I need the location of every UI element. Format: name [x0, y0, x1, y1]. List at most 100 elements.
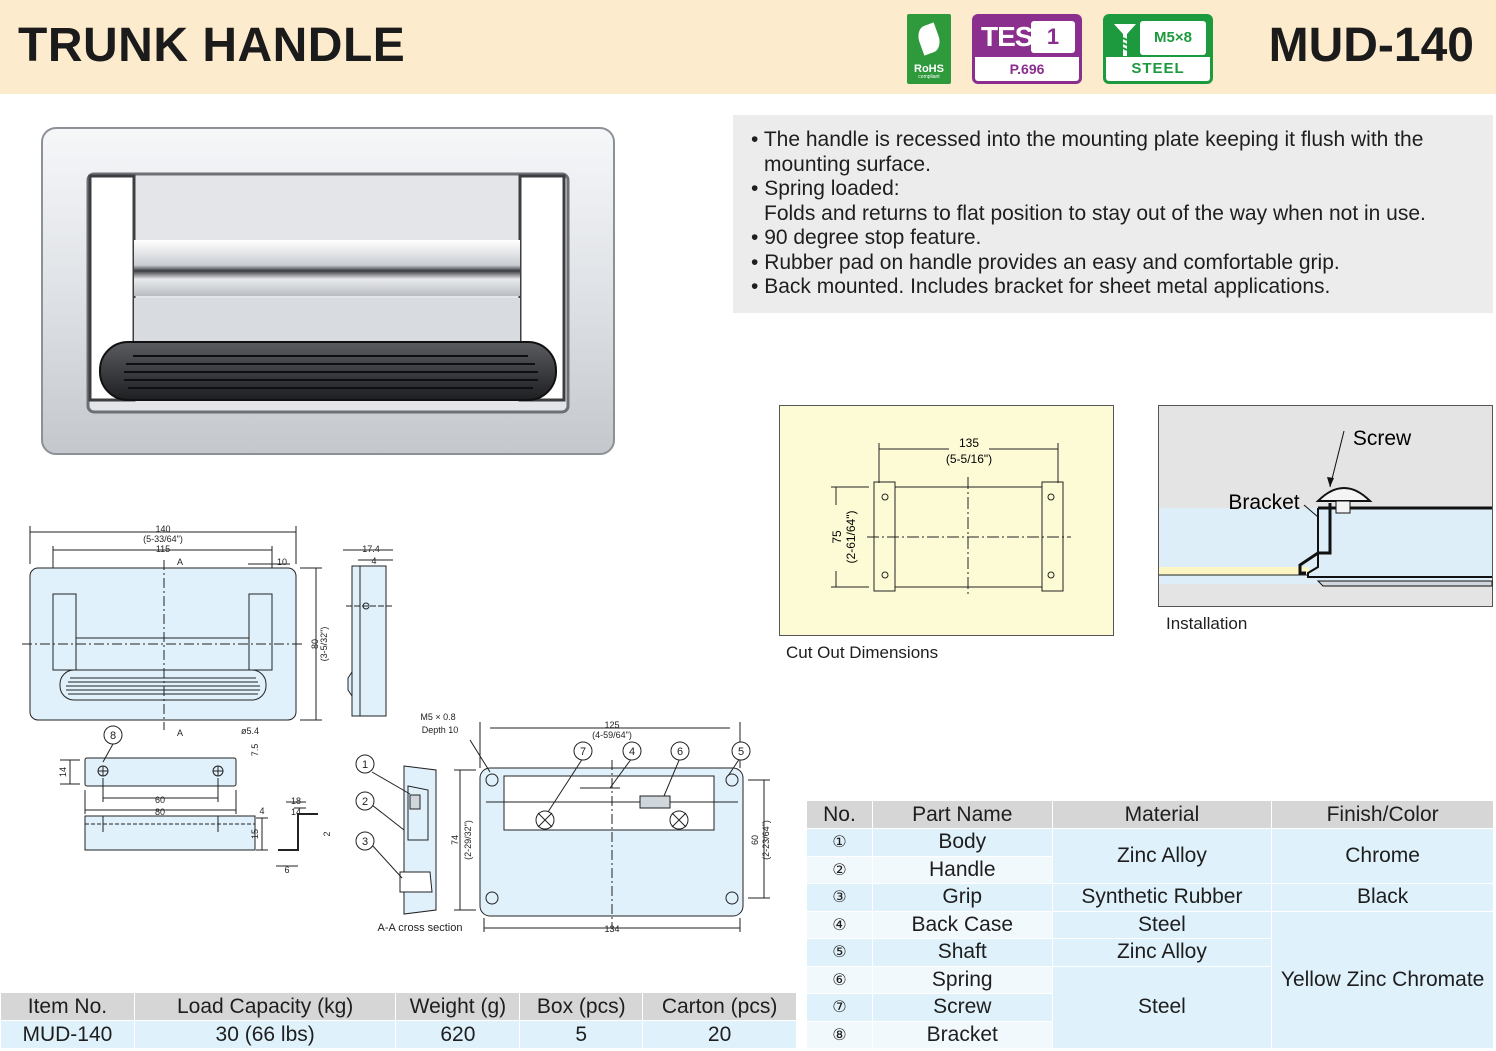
part-no: ①	[806, 828, 873, 857]
cell-item-no: MUD-140	[0, 1020, 135, 1049]
model-number: MUD-140	[1268, 19, 1474, 72]
table-row: ⑧ Bracket	[806, 1020, 1494, 1049]
dim-depth: 17.4	[362, 544, 380, 554]
rohs-label: RoHS	[914, 63, 944, 75]
material-cell: Zinc Alloy	[1051, 828, 1273, 884]
header-finish: Finish/Color	[1271, 800, 1494, 829]
material-cell: Steel	[1051, 910, 1273, 939]
part-name: Grip	[871, 883, 1053, 912]
part-no: ⑦	[806, 993, 873, 1022]
header-carton: Carton (pcs)	[642, 992, 797, 1021]
header-load: Load Capacity (kg)	[133, 992, 397, 1021]
part-name: Screw	[871, 993, 1053, 1022]
marker-7: 7	[580, 746, 586, 758]
marker-3: 3	[362, 836, 368, 848]
dim-back-height: 74	[450, 835, 460, 845]
dim-inner-width: 115	[156, 544, 170, 554]
dim-thread: M5 × 0.8	[420, 712, 455, 722]
cell-weight: 620	[395, 1020, 521, 1049]
finish-cell: Chrome	[1271, 828, 1494, 884]
part-no: ②	[806, 855, 873, 884]
marker-5: 5	[738, 746, 744, 758]
table-row: ① Body Zinc Alloy Chrome	[806, 828, 1494, 884]
material-label: STEEL	[1106, 57, 1210, 81]
screw-label: Screw	[1353, 427, 1412, 450]
part-name: Bracket	[871, 1020, 1053, 1049]
cutout-height-in: (2-61/64")	[844, 511, 858, 564]
parts-table: No. Part Name Material Finish/Color ① Bo…	[806, 800, 1494, 1049]
part-name: Shaft	[871, 938, 1053, 967]
header-bar	[0, 0, 1496, 94]
rohs-badge: RoHS compliant	[907, 14, 951, 84]
table-row: ④ Back Case Steel Yellow Zinc Chromate	[806, 910, 1494, 1049]
material-badge: M5×8 STEEL	[1103, 14, 1213, 84]
dim-overall-height-in: (3-5/32")	[319, 627, 329, 662]
feature-item: The handle is recessed into the mounting…	[751, 128, 1493, 153]
feature-item-continued: Folds and returns to flat position to st…	[764, 201, 1426, 225]
leaf-icon	[914, 22, 944, 56]
marker-8: 8	[110, 730, 116, 742]
cutout-width-in: (5-5/16")	[946, 452, 992, 466]
dim-overall-width: 140	[155, 524, 170, 534]
cutout-height: 75	[830, 530, 844, 544]
cutout-width: 135	[959, 436, 979, 450]
installation-diagram: Screw Bracket	[1158, 405, 1493, 607]
cell-box: 5	[519, 1020, 644, 1049]
test-badge: TEST 1 P.696	[972, 14, 1082, 84]
part-no: ③	[806, 883, 873, 912]
screw-size: M5×8	[1140, 21, 1206, 55]
header-material: Material	[1051, 800, 1273, 829]
material-cell: Steel	[1051, 965, 1273, 1049]
part-name: Spring	[871, 965, 1053, 994]
technical-drawing: 140 (5-33/64") 115 10 A A 80 (3-5/32") 1…	[22, 524, 771, 934]
dim-back-width-in: (4-59/64")	[592, 730, 632, 740]
dim-side-offset: 10	[277, 557, 287, 567]
section-mark-top: A	[177, 557, 183, 567]
spec-table: Item No. Load Capacity (kg) Weight (g) B…	[0, 992, 797, 1049]
screw-icon	[1114, 24, 1136, 56]
features-panel: The handle is recessed into the mounting…	[733, 115, 1493, 313]
cutout-caption: Cut Out Dimensions	[786, 643, 939, 662]
material-cell: Zinc Alloy	[1051, 938, 1273, 967]
dim-overall-height: 80	[310, 639, 320, 649]
feature-item: 90 degree stop feature.	[751, 226, 1493, 251]
header-item-no: Item No.	[0, 992, 135, 1021]
table-row: ⑥ Spring Steel	[806, 965, 1494, 1049]
page-title: TRUNK HANDLE	[18, 19, 406, 72]
cutout-diagram: 135 (5-5/16") 75 (2-61/64")	[779, 405, 1114, 636]
feature-item: Rubber pad on handle provides an easy an…	[751, 251, 1493, 276]
dim-bracket-off: 7.5	[250, 744, 260, 757]
header-no: No.	[806, 800, 873, 829]
table-row: ③ Grip Synthetic Rubber Black	[806, 883, 1494, 912]
table-row: ② Handle	[806, 855, 1494, 884]
dim-bracket-side-w2: 14	[291, 807, 301, 817]
marker-4: 4	[629, 746, 635, 758]
feature-item-continued: mounting surface.	[764, 152, 931, 176]
header-box: Box (pcs)	[519, 992, 644, 1021]
dim-bracket-holes: 60	[155, 795, 165, 805]
table-row: ⑦ Screw	[806, 993, 1494, 1022]
dim-bracket-side-w: 18	[291, 796, 301, 806]
product-photo	[41, 127, 615, 455]
material-cell: Synthetic Rubber	[1051, 883, 1273, 912]
installation-caption: Installation	[1166, 614, 1248, 633]
dim-depth2: 4	[371, 556, 376, 566]
part-no: ⑥	[806, 965, 873, 994]
bracket-label: Bracket	[1228, 491, 1299, 514]
header-weight: Weight (g)	[395, 992, 521, 1021]
header-part-name: Part Name	[871, 800, 1053, 829]
dim-bracket-base: 6	[284, 865, 289, 875]
finish-cell: Black	[1271, 883, 1494, 912]
spec-row: MUD-140 30 (66 lbs) 620 5 20	[0, 1020, 797, 1049]
dim-back-height2: 60	[750, 835, 760, 845]
dim-back-height-in: (2-29/32")	[463, 820, 473, 860]
dim-back-width: 125	[604, 720, 619, 730]
cell-load: 30 (66 lbs)	[133, 1020, 397, 1049]
part-no: ⑤	[806, 938, 873, 967]
cell-carton: 20	[642, 1020, 797, 1049]
feature-item: Back mounted. Includes bracket for sheet…	[751, 275, 1493, 300]
dim-bracket-h: 14	[58, 767, 68, 777]
dim-back-base: 134	[604, 924, 619, 934]
part-name: Body	[871, 828, 1053, 857]
parts-header-row: No. Part Name Material Finish/Color	[806, 800, 1494, 829]
